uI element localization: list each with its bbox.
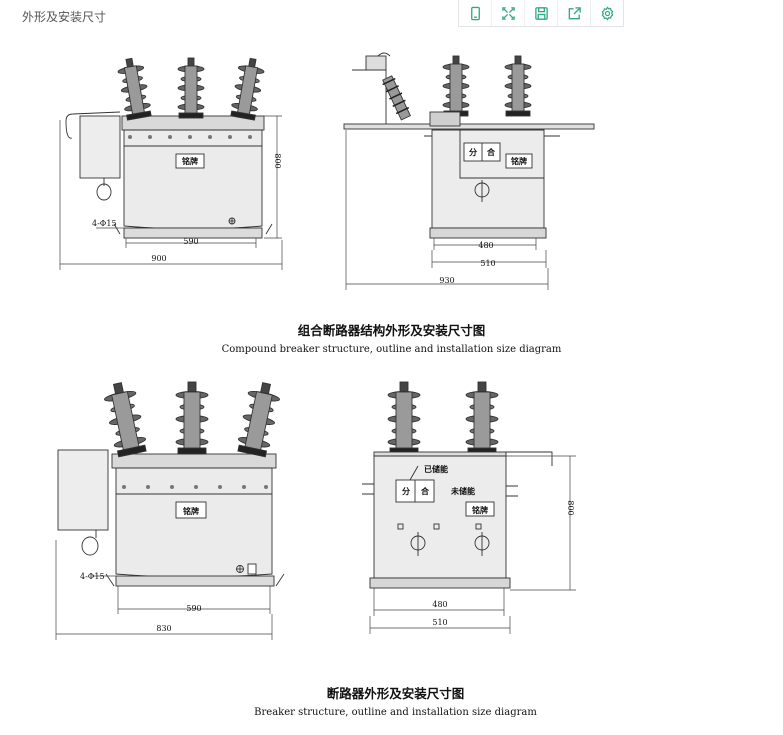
fig1-front-dimensions <box>59 115 283 270</box>
fig2-side-view <box>362 381 553 589</box>
fig2-side-insulator <box>465 381 499 455</box>
fig1-front-insulator <box>177 57 205 119</box>
fig2-side-nameplate: 铭牌 <box>472 505 488 515</box>
settings-icon <box>601 5 613 21</box>
fig1-side-arrester <box>382 75 411 121</box>
fig2-front-view <box>57 379 285 587</box>
fig1-front-mount-width-dim: 590 <box>183 237 198 246</box>
fig2-side-close-label: 合 <box>420 486 430 496</box>
fig1-front-height-dim: 800 <box>273 153 282 168</box>
fig1-side-view <box>343 52 595 239</box>
figure1-caption-zh: 组合断路器结构外形及安装尺寸图 <box>297 323 486 338</box>
fig2-side-base-outer-dim: 510 <box>432 618 447 627</box>
fig1-side-base-outer-dim: 510 <box>480 259 495 268</box>
save-button[interactable] <box>525 0 558 26</box>
fig1-front-view <box>65 56 273 239</box>
fig2-front-overall-width-dim: 830 <box>156 624 171 633</box>
fig1-front-nameplate: 铭牌 <box>182 156 198 166</box>
fig1-side-close-label: 合 <box>486 147 496 157</box>
figure2-caption-en: Breaker structure, outline and installat… <box>254 707 537 718</box>
fig1-front-overall-width-dim: 900 <box>151 254 166 263</box>
fig2-front-nameplate: 铭牌 <box>183 506 199 516</box>
figure2-caption-zh: 断路器外形及安装尺寸图 <box>326 686 465 701</box>
fig2-side-dimensions <box>369 455 576 634</box>
fig1-front-hole-label: 4-Φ15 <box>92 219 117 228</box>
fig2-side-base-inner-dim: 480 <box>432 600 447 609</box>
settings-button[interactable] <box>591 0 623 26</box>
share-icon <box>568 6 581 19</box>
fig1-side-base-inner-dim: 480 <box>478 241 493 250</box>
fig2-side-insulator <box>387 381 421 455</box>
fig1-front-insulator <box>115 56 153 121</box>
fig2-front-hole-label: 4-Φ15 <box>80 572 105 581</box>
fig2-side-height-dim: 800 <box>566 500 575 515</box>
fig2-front-insulator <box>175 381 209 455</box>
figure1-caption-en: Compound breaker structure, outline and … <box>221 344 562 355</box>
fig2-side-charged-label: 已储能 <box>424 464 448 474</box>
fig1-side-open-label: 分 <box>469 147 477 157</box>
top-bar: 外形及安装尺寸 <box>0 0 783 32</box>
image-toolbar <box>458 0 624 27</box>
fig2-side-open-label: 分 <box>402 486 410 496</box>
mobile-view-button[interactable] <box>459 0 492 26</box>
fig2-front-dimensions <box>55 540 273 640</box>
fig1-side-insulator <box>504 55 532 117</box>
mobile-icon <box>470 6 480 20</box>
fullscreen-icon <box>501 6 515 20</box>
page-heading: 外形及安装尺寸 <box>22 10 107 24</box>
fig1-side-dimensions <box>345 130 549 290</box>
fig2-front-insulator <box>101 379 149 458</box>
fig1-side-nameplate: 铭牌 <box>511 156 527 166</box>
fig1-side-insulator <box>442 55 470 117</box>
fig2-front-mount-width-dim: 590 <box>186 604 201 613</box>
fig1-side-overall-width-dim: 930 <box>439 276 454 285</box>
fig1-front-insulator <box>229 56 267 121</box>
fig2-front-insulator <box>235 379 283 458</box>
share-button[interactable] <box>558 0 591 26</box>
fig2-side-uncharged-label: 未储能 <box>450 486 475 496</box>
save-icon <box>534 6 548 20</box>
fullscreen-button[interactable] <box>492 0 525 26</box>
